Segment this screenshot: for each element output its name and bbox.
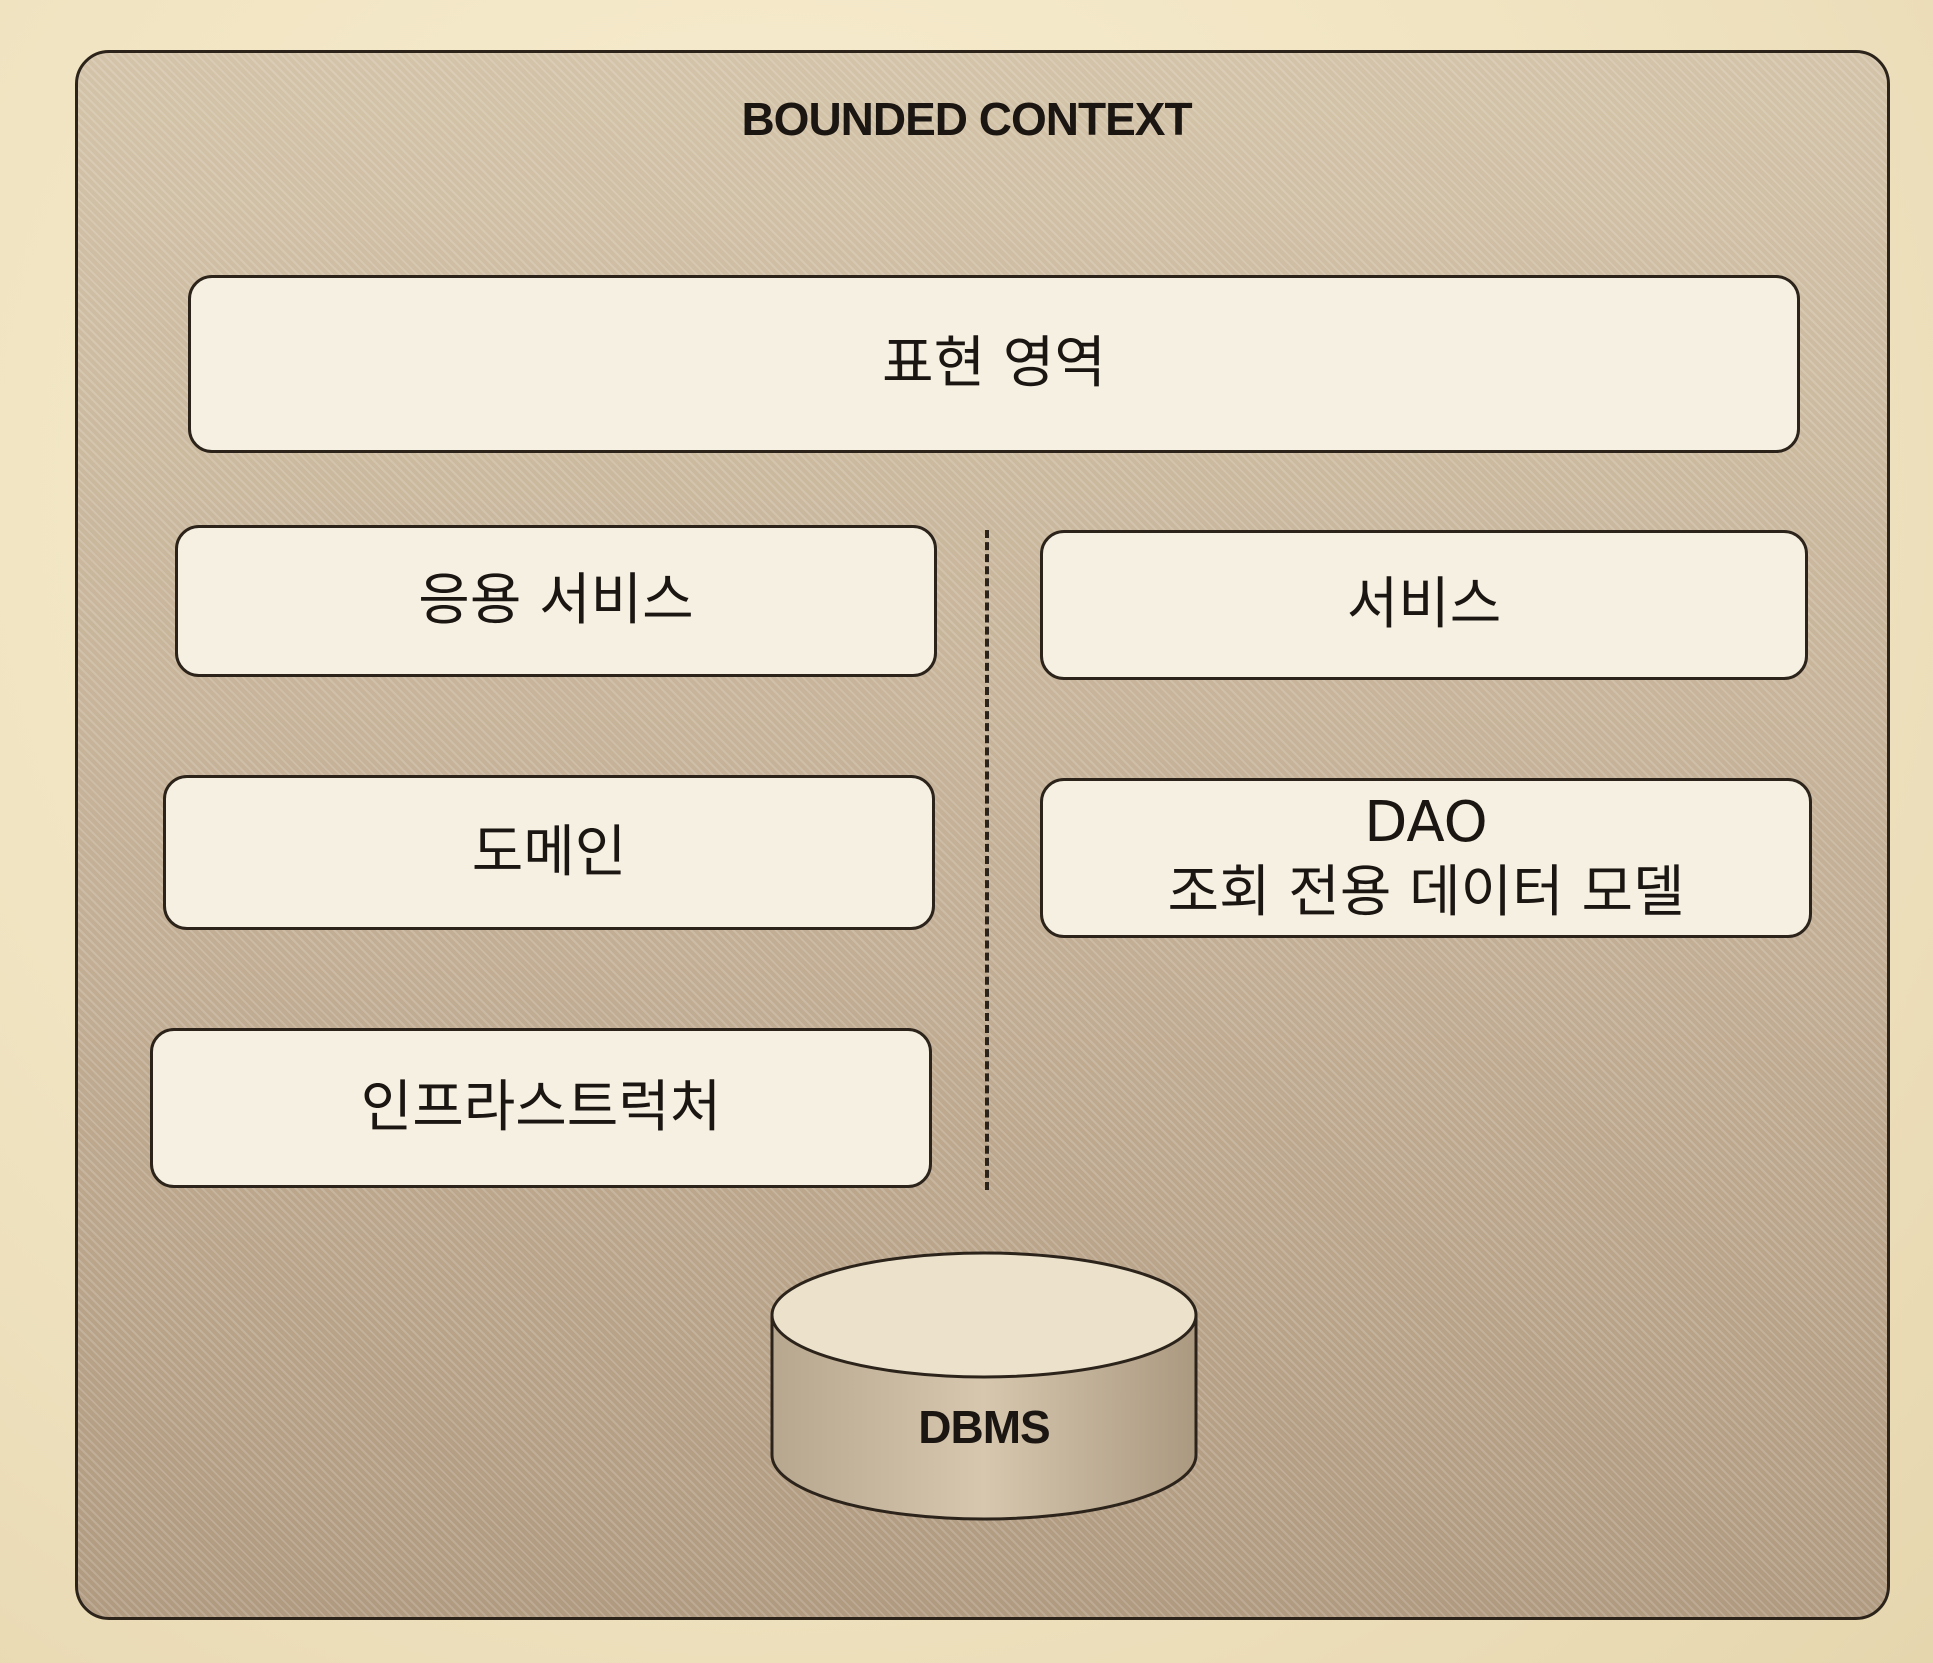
service-box: 서비스 bbox=[1040, 530, 1808, 680]
dashed-divider bbox=[985, 530, 989, 1190]
service-label: 서비스 bbox=[1346, 572, 1502, 637]
presentation-layer-label: 표현 영역 bbox=[882, 331, 1106, 396]
application-service-box: 응용 서비스 bbox=[175, 525, 937, 677]
dbms-label: DBMS bbox=[918, 1401, 1050, 1453]
presentation-layer-box: 표현 영역 bbox=[188, 275, 1800, 453]
read-model-label: 조회 전용 데이터 모델 bbox=[1167, 860, 1685, 925]
dao-label: DAO bbox=[1364, 790, 1488, 855]
dbms-cylinder: DBMS bbox=[768, 1250, 1200, 1525]
database-icon bbox=[770, 1251, 1198, 1521]
domain-box: 도메인 bbox=[163, 775, 935, 930]
infrastructure-label: 인프라스트럭처 bbox=[360, 1075, 722, 1140]
infrastructure-box: 인프라스트럭처 bbox=[150, 1028, 932, 1188]
bounded-context-title: BOUNDED CONTEXT bbox=[741, 93, 1192, 145]
dao-box: DAO 조회 전용 데이터 모델 bbox=[1040, 778, 1812, 938]
application-service-label: 응용 서비스 bbox=[418, 568, 694, 633]
domain-label: 도메인 bbox=[471, 819, 627, 885]
